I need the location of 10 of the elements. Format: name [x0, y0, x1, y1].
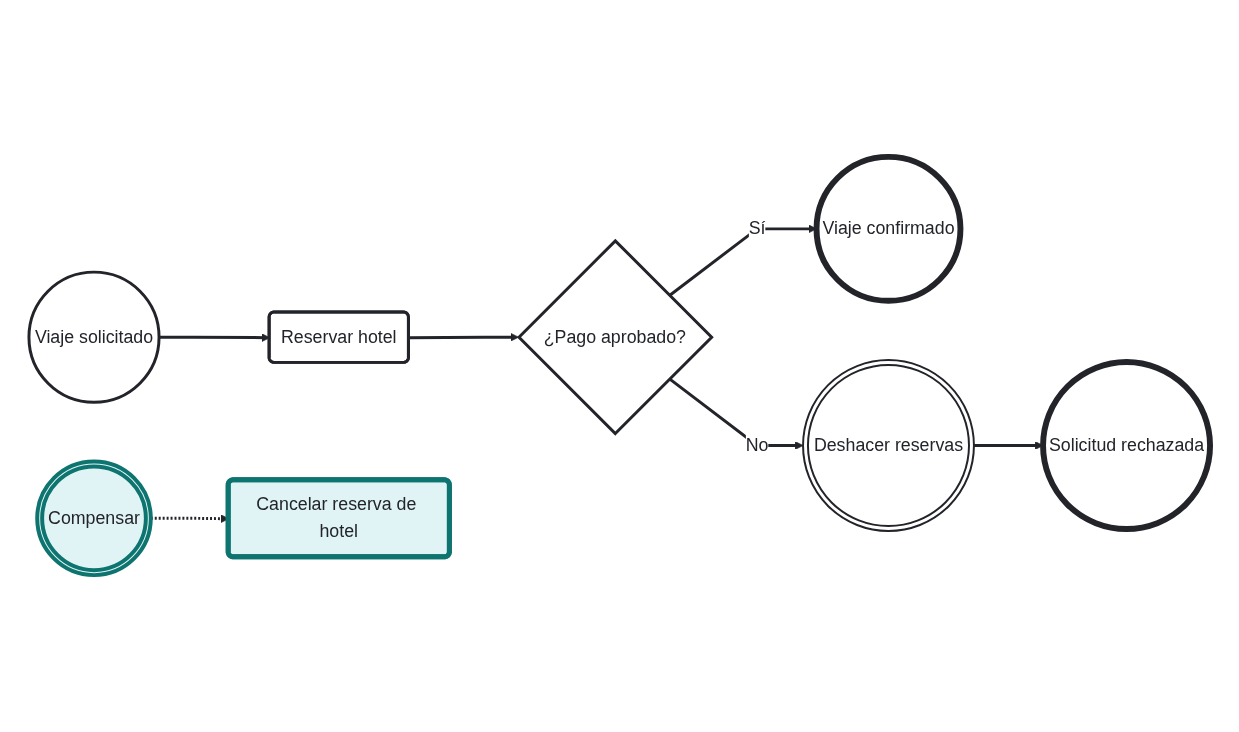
edge-label: No — [745, 435, 769, 455]
node-circle: Solicitud rechazada — [1040, 359, 1213, 532]
arrow — [159, 333, 270, 342]
node-circle: Compensar — [35, 459, 153, 578]
edge-label: Sí — [748, 218, 766, 239]
node-circle: Viaje confirmado — [813, 153, 964, 304]
arrow — [408, 332, 519, 342]
node-circle: Viaje solicitado — [27, 270, 161, 404]
node-circle: Deshacer reservas — [802, 359, 975, 532]
node-diamond: ¿Pago aprobado? — [516, 238, 714, 436]
